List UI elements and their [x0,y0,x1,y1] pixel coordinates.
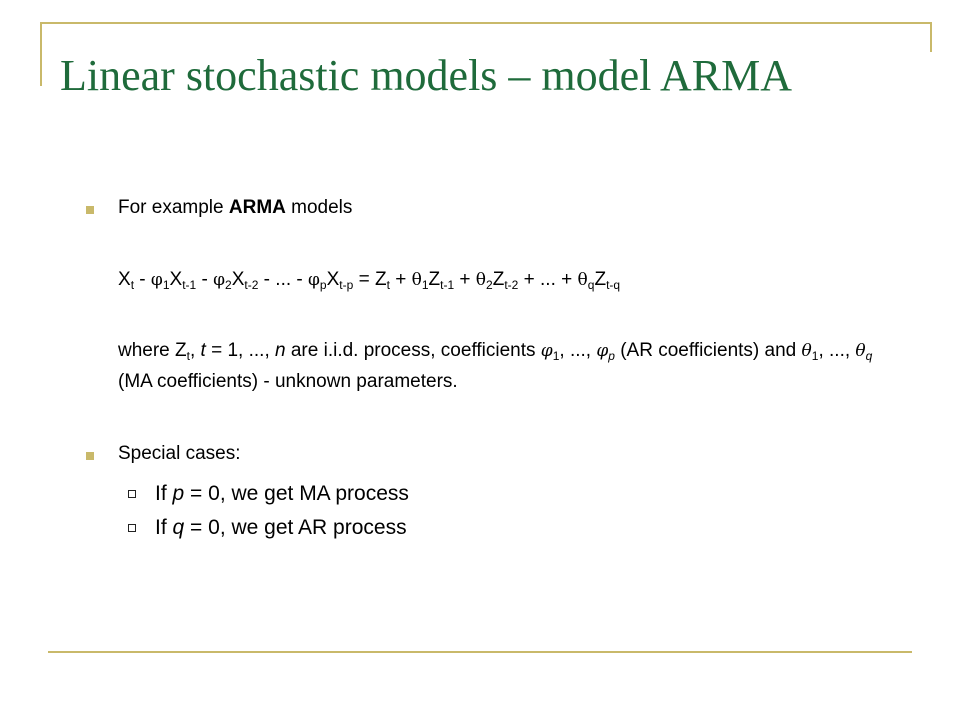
bullet-marker [86,206,94,214]
bullet-marker [86,452,94,460]
frame-left-line [40,22,42,86]
sub-ma-post: = 0, we get MA process [184,482,409,505]
sub-bullet-marker [128,490,136,498]
sub-ar-var: q [172,516,185,539]
sub-ma-pre: If [155,482,173,505]
bullet-arma-text: For example ARMA models [118,197,352,220]
arma-equation: Xt - φ1Xt-1 - φ2Xt-2 - ... - φpXt-p = Zt… [118,269,621,292]
sub-bullet-marker [128,524,136,532]
bullet-arma-post: models [285,197,353,218]
sub-ma-var: p [172,482,185,505]
bullet-special-cases: Special cases: [118,443,241,464]
sub-bullet-ma: If p = 0, we get MA process [155,481,409,506]
sub-bullet-ar: If q = 0, we get AR process [155,515,407,540]
frame-top-line [40,22,932,24]
sub-ar-pre: If [155,516,173,539]
slide-title: Linear stochastic models – model ARMA [60,51,792,100]
sub-ar-post: = 0, we get AR process [184,516,407,539]
frame-right-line [930,22,932,52]
where-paragraph: where Zt, t = 1, ..., n are i.i.d. proce… [118,340,873,392]
bullet-arma-pre: For example [118,197,229,218]
frame-bottom-line [48,651,912,653]
bullet-arma-bold: ARMA [228,197,286,218]
